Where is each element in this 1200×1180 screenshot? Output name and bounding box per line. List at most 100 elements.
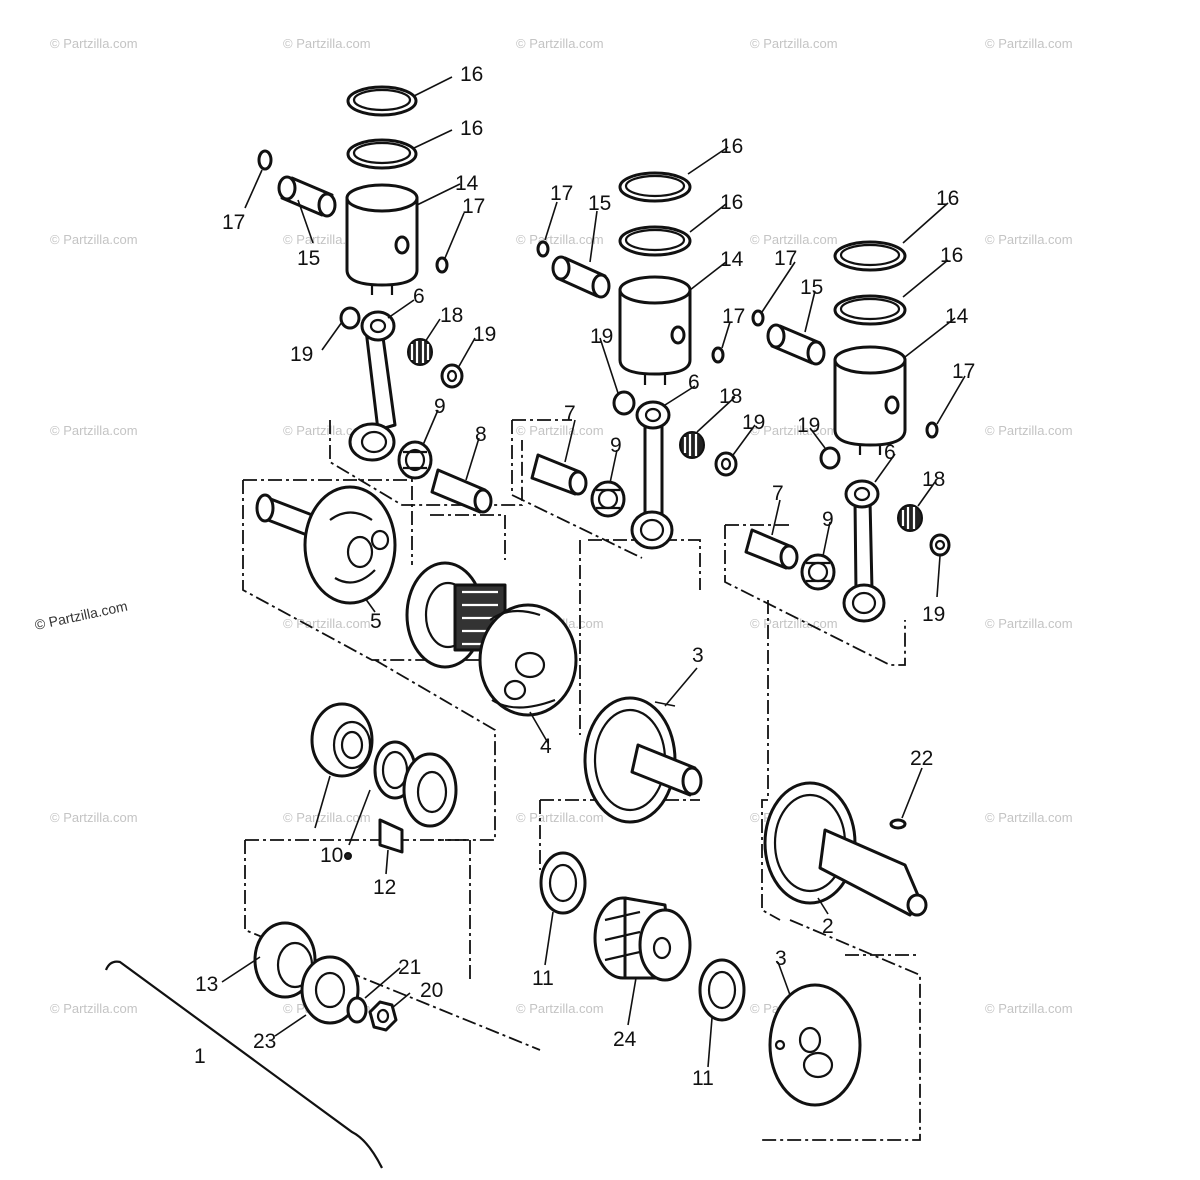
callout-20[interactable]: 20 bbox=[420, 979, 443, 1002]
crankshaft-center-assembly[interactable] bbox=[405, 561, 578, 717]
thrust-washer[interactable] bbox=[819, 446, 841, 470]
callout-7[interactable]: 7 bbox=[564, 402, 576, 425]
callout-6[interactable]: 6 bbox=[884, 441, 896, 464]
callout-18[interactable]: 18 bbox=[440, 304, 463, 327]
thrust-washer[interactable] bbox=[929, 533, 951, 557]
callout-17[interactable]: 17 bbox=[462, 195, 485, 218]
callout-19[interactable]: 19 bbox=[742, 411, 765, 434]
callout-11[interactable]: 11 bbox=[532, 967, 554, 990]
circlip[interactable] bbox=[435, 256, 449, 274]
connecting-rod[interactable] bbox=[842, 479, 886, 623]
callout-3[interactable]: 3 bbox=[775, 947, 787, 970]
bearing-with-seal[interactable] bbox=[378, 752, 458, 854]
crank-pin[interactable] bbox=[430, 468, 493, 514]
needle-bearing[interactable] bbox=[679, 431, 705, 459]
crank-wheel[interactable] bbox=[255, 485, 397, 605]
callout-5[interactable]: 5 bbox=[370, 610, 382, 633]
crank-pin[interactable] bbox=[744, 528, 799, 570]
callout-16[interactable]: 16 bbox=[720, 191, 743, 214]
needle-bearing[interactable] bbox=[897, 504, 923, 532]
callout-12[interactable]: 12 bbox=[373, 876, 396, 899]
callout-19[interactable]: 19 bbox=[797, 414, 820, 437]
wrist-pin[interactable] bbox=[277, 175, 337, 218]
crank-bearing[interactable] bbox=[590, 480, 626, 518]
callout-16[interactable]: 16 bbox=[460, 63, 483, 86]
woodruff-key[interactable] bbox=[889, 818, 907, 830]
callout-7[interactable]: 7 bbox=[772, 482, 784, 505]
callout-19[interactable]: 19 bbox=[922, 603, 945, 626]
thrust-washer[interactable] bbox=[612, 390, 636, 416]
thrust-washer[interactable] bbox=[714, 451, 738, 477]
main-bearing[interactable] bbox=[539, 851, 587, 915]
wrist-pin[interactable] bbox=[766, 323, 826, 366]
callout-14[interactable]: 14 bbox=[720, 248, 744, 271]
callout-9[interactable]: 9 bbox=[610, 434, 622, 457]
callout-16[interactable]: 16 bbox=[460, 117, 483, 140]
callout-11[interactable]: 11 bbox=[692, 1067, 714, 1090]
crank-pin[interactable] bbox=[530, 453, 588, 496]
callout-18[interactable]: 18 bbox=[719, 385, 742, 408]
crank-bearing[interactable] bbox=[397, 440, 433, 480]
callout-1[interactable]: 1 bbox=[194, 1045, 206, 1068]
dowel-pin[interactable] bbox=[344, 852, 352, 860]
wrist-pin[interactable] bbox=[551, 255, 611, 299]
callout-8[interactable]: 8 bbox=[475, 423, 487, 446]
callout-9[interactable]: 9 bbox=[822, 508, 834, 531]
thrust-washer[interactable] bbox=[440, 363, 464, 389]
piston[interactable] bbox=[833, 345, 907, 455]
callout-17[interactable]: 17 bbox=[774, 247, 797, 270]
callout-15[interactable]: 15 bbox=[297, 247, 320, 270]
callout-17[interactable]: 17 bbox=[550, 182, 573, 205]
nut[interactable] bbox=[368, 1000, 398, 1032]
washer[interactable] bbox=[300, 955, 360, 1025]
thrust-washer[interactable] bbox=[339, 306, 361, 330]
callout-21[interactable]: 21 bbox=[398, 956, 421, 979]
callout-9[interactable]: 9 bbox=[434, 395, 446, 418]
callout-17[interactable]: 17 bbox=[222, 211, 245, 234]
callout-16[interactable]: 16 bbox=[720, 135, 743, 158]
callout-19[interactable]: 19 bbox=[590, 325, 613, 348]
callout-13[interactable]: 13 bbox=[195, 973, 218, 996]
connecting-rod[interactable] bbox=[348, 310, 397, 462]
callout-4[interactable]: 4 bbox=[540, 735, 552, 758]
circlip[interactable] bbox=[925, 421, 939, 439]
crank-wheel-shaft[interactable] bbox=[763, 781, 928, 917]
callout-16[interactable]: 16 bbox=[940, 244, 963, 267]
piston[interactable] bbox=[345, 183, 419, 295]
lock-washer[interactable] bbox=[346, 996, 368, 1024]
labyrinth-seal[interactable] bbox=[593, 896, 692, 982]
callout-14[interactable]: 14 bbox=[455, 172, 479, 195]
callout-16[interactable]: 16 bbox=[936, 187, 959, 210]
callout-19[interactable]: 19 bbox=[473, 323, 496, 346]
callout-18[interactable]: 18 bbox=[922, 468, 945, 491]
callout-6[interactable]: 6 bbox=[688, 371, 700, 394]
callout-10[interactable]: 10 bbox=[320, 844, 343, 867]
callout-24[interactable]: 24 bbox=[613, 1028, 637, 1051]
main-bearing[interactable] bbox=[310, 702, 374, 778]
crank-wheel[interactable] bbox=[583, 696, 703, 824]
crank-bearing[interactable] bbox=[800, 553, 836, 591]
callout-23[interactable]: 23 bbox=[253, 1030, 276, 1053]
watermark: © Partzilla.com bbox=[283, 423, 371, 438]
main-bearing[interactable] bbox=[698, 958, 746, 1022]
callout-17[interactable]: 17 bbox=[722, 305, 745, 328]
watermark: © Partzilla.com bbox=[516, 36, 604, 51]
callout-19[interactable]: 19 bbox=[290, 343, 313, 366]
callout-17[interactable]: 17 bbox=[952, 360, 975, 383]
circlip[interactable] bbox=[711, 346, 725, 364]
callout-15[interactable]: 15 bbox=[588, 192, 611, 215]
crank-wheel-end[interactable] bbox=[768, 983, 862, 1107]
piston[interactable] bbox=[618, 275, 692, 385]
callout-2[interactable]: 2 bbox=[822, 915, 834, 938]
callout-14[interactable]: 14 bbox=[945, 305, 969, 328]
connecting-rod[interactable] bbox=[630, 400, 674, 550]
circlip[interactable] bbox=[751, 309, 765, 327]
callout-3[interactable]: 3 bbox=[692, 644, 704, 667]
callout-22[interactable]: 22 bbox=[910, 747, 933, 770]
circlip[interactable] bbox=[536, 240, 550, 258]
callout-6[interactable]: 6 bbox=[413, 285, 425, 308]
needle-bearing[interactable] bbox=[407, 338, 433, 366]
watermark: © Partzilla.com bbox=[516, 810, 604, 825]
circlip[interactable] bbox=[257, 149, 273, 171]
callout-15[interactable]: 15 bbox=[800, 276, 823, 299]
